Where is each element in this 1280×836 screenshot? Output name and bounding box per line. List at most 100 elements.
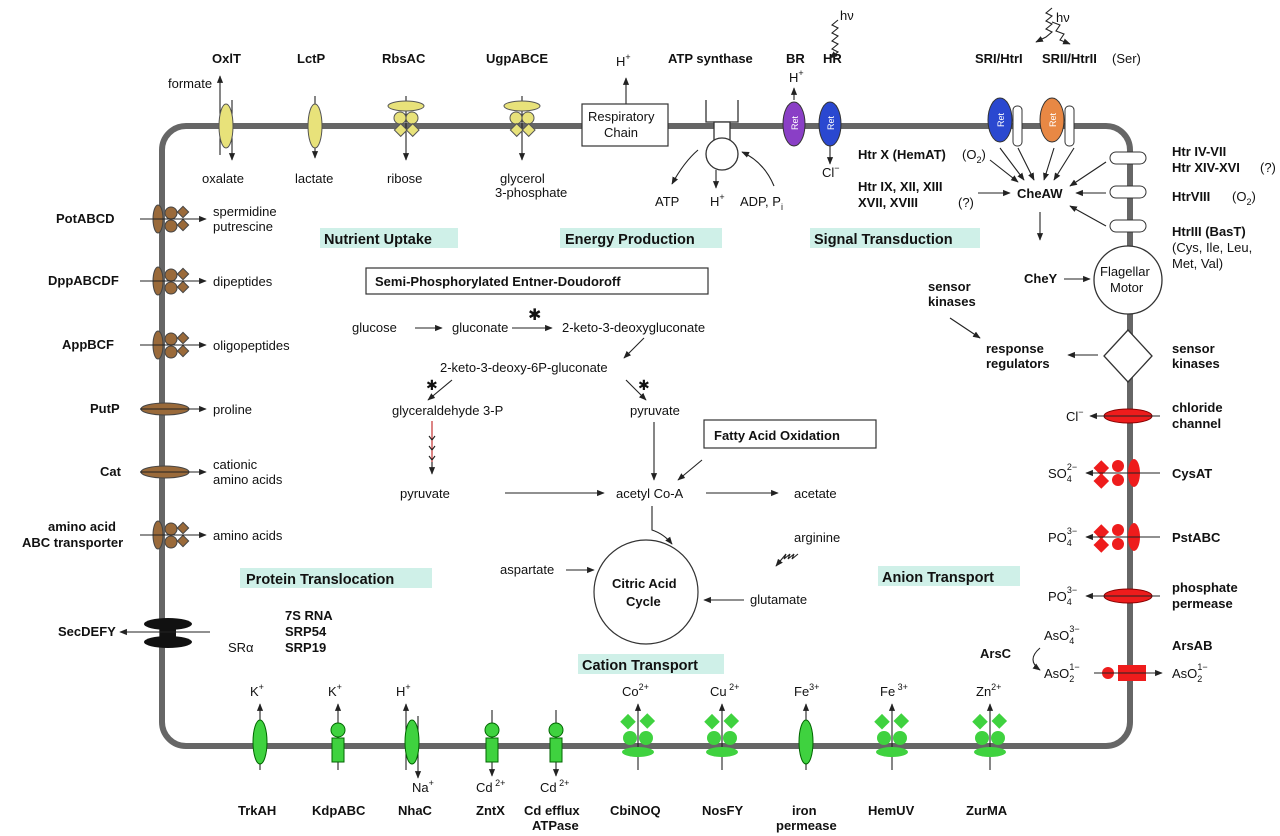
- glutamate-label: glutamate: [750, 592, 807, 607]
- hr-label: HR: [823, 51, 842, 66]
- metabolism: Semi-Phosphorylated Entner-Doudoroff glu…: [352, 267, 877, 645]
- halorhodopsin: HR Ret Cl−: [818, 51, 842, 180]
- atp-h-label: H+: [710, 192, 725, 209]
- g3p-label: glyceraldehyde 3-P: [392, 403, 503, 418]
- cd-efflux-label-1: Cd efflux: [524, 803, 580, 818]
- iron-ion: Fe3+: [794, 682, 819, 699]
- respiratory-chain: H+ Respiratory Chain: [581, 52, 669, 147]
- arginine-label: arginine: [794, 530, 840, 545]
- amino-acids-label: amino acids: [213, 528, 283, 543]
- zurma-label: ZurMA: [966, 803, 1008, 818]
- spermidine-label: spermidine: [213, 204, 277, 219]
- zntx-label: ZntX: [476, 803, 505, 818]
- lactate-label: lactate: [295, 171, 333, 186]
- ugpabce-transporter: UgpABCE glycerol 3-phosphate: [486, 51, 567, 200]
- htrix-label-1: Htr IX, XII, XIII: [858, 179, 943, 194]
- atp-synthase: ATP synthase ATP H+ ADP, Pi: [655, 51, 783, 212]
- formate-label: formate: [168, 76, 212, 91]
- lctp-label: LctP: [297, 51, 326, 66]
- glycerol-phosphate-label: 3-phosphate: [495, 185, 567, 200]
- htriv-label-2: Htr XIV-XVI: [1172, 160, 1240, 175]
- atp-synthase-label: ATP synthase: [668, 51, 753, 66]
- cbinoq-icon: [620, 713, 656, 757]
- atp-label: ATP: [655, 194, 679, 209]
- star-2: ✱: [426, 377, 438, 393]
- rbsac-label: RbsAC: [382, 51, 426, 66]
- sensor-kinases-2a: sensor: [1172, 341, 1215, 356]
- sensory-rhodopsins: hν SRI/HtrI SRII/HtrII (Ser) Ret Ret: [975, 7, 1141, 147]
- kdg-label: 2-keto-3-deoxygluconate: [562, 320, 705, 335]
- gluconate-label: gluconate: [452, 320, 508, 335]
- srp54-label: SRP54: [285, 624, 327, 639]
- po4-ion-1: PO43−: [1048, 526, 1077, 548]
- nhac-label: NhaC: [398, 803, 433, 818]
- pyruvate-right-label: pyruvate: [630, 403, 680, 418]
- oligopeptides-label: oligopeptides: [213, 338, 290, 353]
- section-nutrient: Nutrient Uptake: [324, 232, 432, 248]
- zurma-ion: Zn2+: [976, 682, 1001, 699]
- so4-ion: SO42−: [1048, 462, 1077, 484]
- iron-label-2: permease: [776, 818, 837, 833]
- dipeptides-label: dipeptides: [213, 274, 273, 289]
- cationic-label: cationic: [213, 457, 258, 472]
- trkah-ion: K+: [250, 682, 264, 699]
- srii-label: SRII/HtrII: [1042, 51, 1097, 66]
- arsab-label: ArsAB: [1172, 638, 1212, 653]
- tca-label-2: Cycle: [626, 594, 661, 609]
- htriii-aa-1: (Cys, Ile, Leu,: [1172, 240, 1252, 255]
- htrx-o2: (O2): [962, 147, 986, 165]
- hr-cl-label: Cl−: [822, 163, 840, 180]
- section-labels: Nutrient Uptake Energy Production Signal…: [240, 228, 1020, 674]
- putrescine-label: putrescine: [213, 219, 273, 234]
- chloride-label-1: chloride: [1172, 400, 1223, 415]
- aspartate-label: aspartate: [500, 562, 554, 577]
- chloride-label-2: channel: [1172, 416, 1221, 431]
- htrix-label-2: XVII, XVIII: [858, 195, 918, 210]
- br-ret: Ret: [790, 115, 800, 130]
- phosphate-label-2: permease: [1172, 596, 1233, 611]
- secdefy-icon: [144, 618, 192, 648]
- flagellar-motor: [1093, 245, 1163, 315]
- sra-label: SRα: [228, 640, 254, 655]
- rbsac-transporter: RbsAC ribose: [382, 51, 426, 186]
- cationic-amino-label: amino acids: [213, 472, 283, 487]
- anion-transport: Cl− chloride channel SO42− CysAT PO43− P…: [980, 400, 1238, 684]
- aso2-ion: AsO21−: [1044, 662, 1080, 684]
- oxlt-label: OxlT: [212, 51, 241, 66]
- htrviii-label: HtrVIII: [1172, 189, 1210, 204]
- oxalate-label: oxalate: [202, 171, 244, 186]
- potabcd-label: PotABCD: [56, 211, 115, 226]
- fao-label: Fatty Acid Oxidation: [714, 428, 840, 443]
- star-3: ✱: [638, 377, 650, 393]
- nosfy-label: NosFY: [702, 803, 744, 818]
- nosfy-icon: [704, 713, 740, 757]
- star-1: ✱: [528, 307, 541, 324]
- proline-label: proline: [213, 402, 252, 417]
- aa-abc-label-2: ABC transporter: [22, 535, 123, 550]
- htriii-aa-2: Met, Val): [1172, 256, 1223, 271]
- ugpabce-label: UgpABCE: [486, 51, 548, 66]
- iron-label-1: iron: [792, 803, 817, 818]
- resp-proton-label: H+: [616, 52, 631, 69]
- tca-label-1: Citric Acid: [612, 576, 677, 591]
- sri-ret: Ret: [996, 112, 1006, 127]
- phosphate-label-1: phosphate: [1172, 580, 1238, 595]
- htriii-label: HtrIII (BasT): [1172, 224, 1246, 239]
- acetyl-coa-label: acetyl Co-A: [616, 486, 684, 501]
- nhac-ion: H+: [396, 682, 411, 699]
- ed-title: Semi-Phosphorylated Entner-Doudoroff: [375, 274, 621, 289]
- kdpg-label: 2-keto-3-deoxy-6P-gluconate: [440, 360, 608, 375]
- kdpabc-label: KdpABC: [312, 803, 366, 818]
- section-signal: Signal Transduction: [814, 232, 953, 248]
- putp-label: PutP: [90, 401, 120, 416]
- htriv-q: (?): [1260, 160, 1276, 175]
- hemuv-ion: Fe 3+: [880, 682, 908, 699]
- cbinoq-ion: Co2+: [622, 682, 649, 699]
- ribose-label: ribose: [387, 171, 422, 186]
- aso2-out-ion: AsO21−: [1172, 662, 1208, 684]
- response-regulators-2: regulators: [986, 356, 1050, 371]
- hv-2: hν: [1056, 10, 1070, 25]
- hemuv-label: HemUV: [868, 803, 915, 818]
- secdefy-label: SecDEFY: [58, 624, 116, 639]
